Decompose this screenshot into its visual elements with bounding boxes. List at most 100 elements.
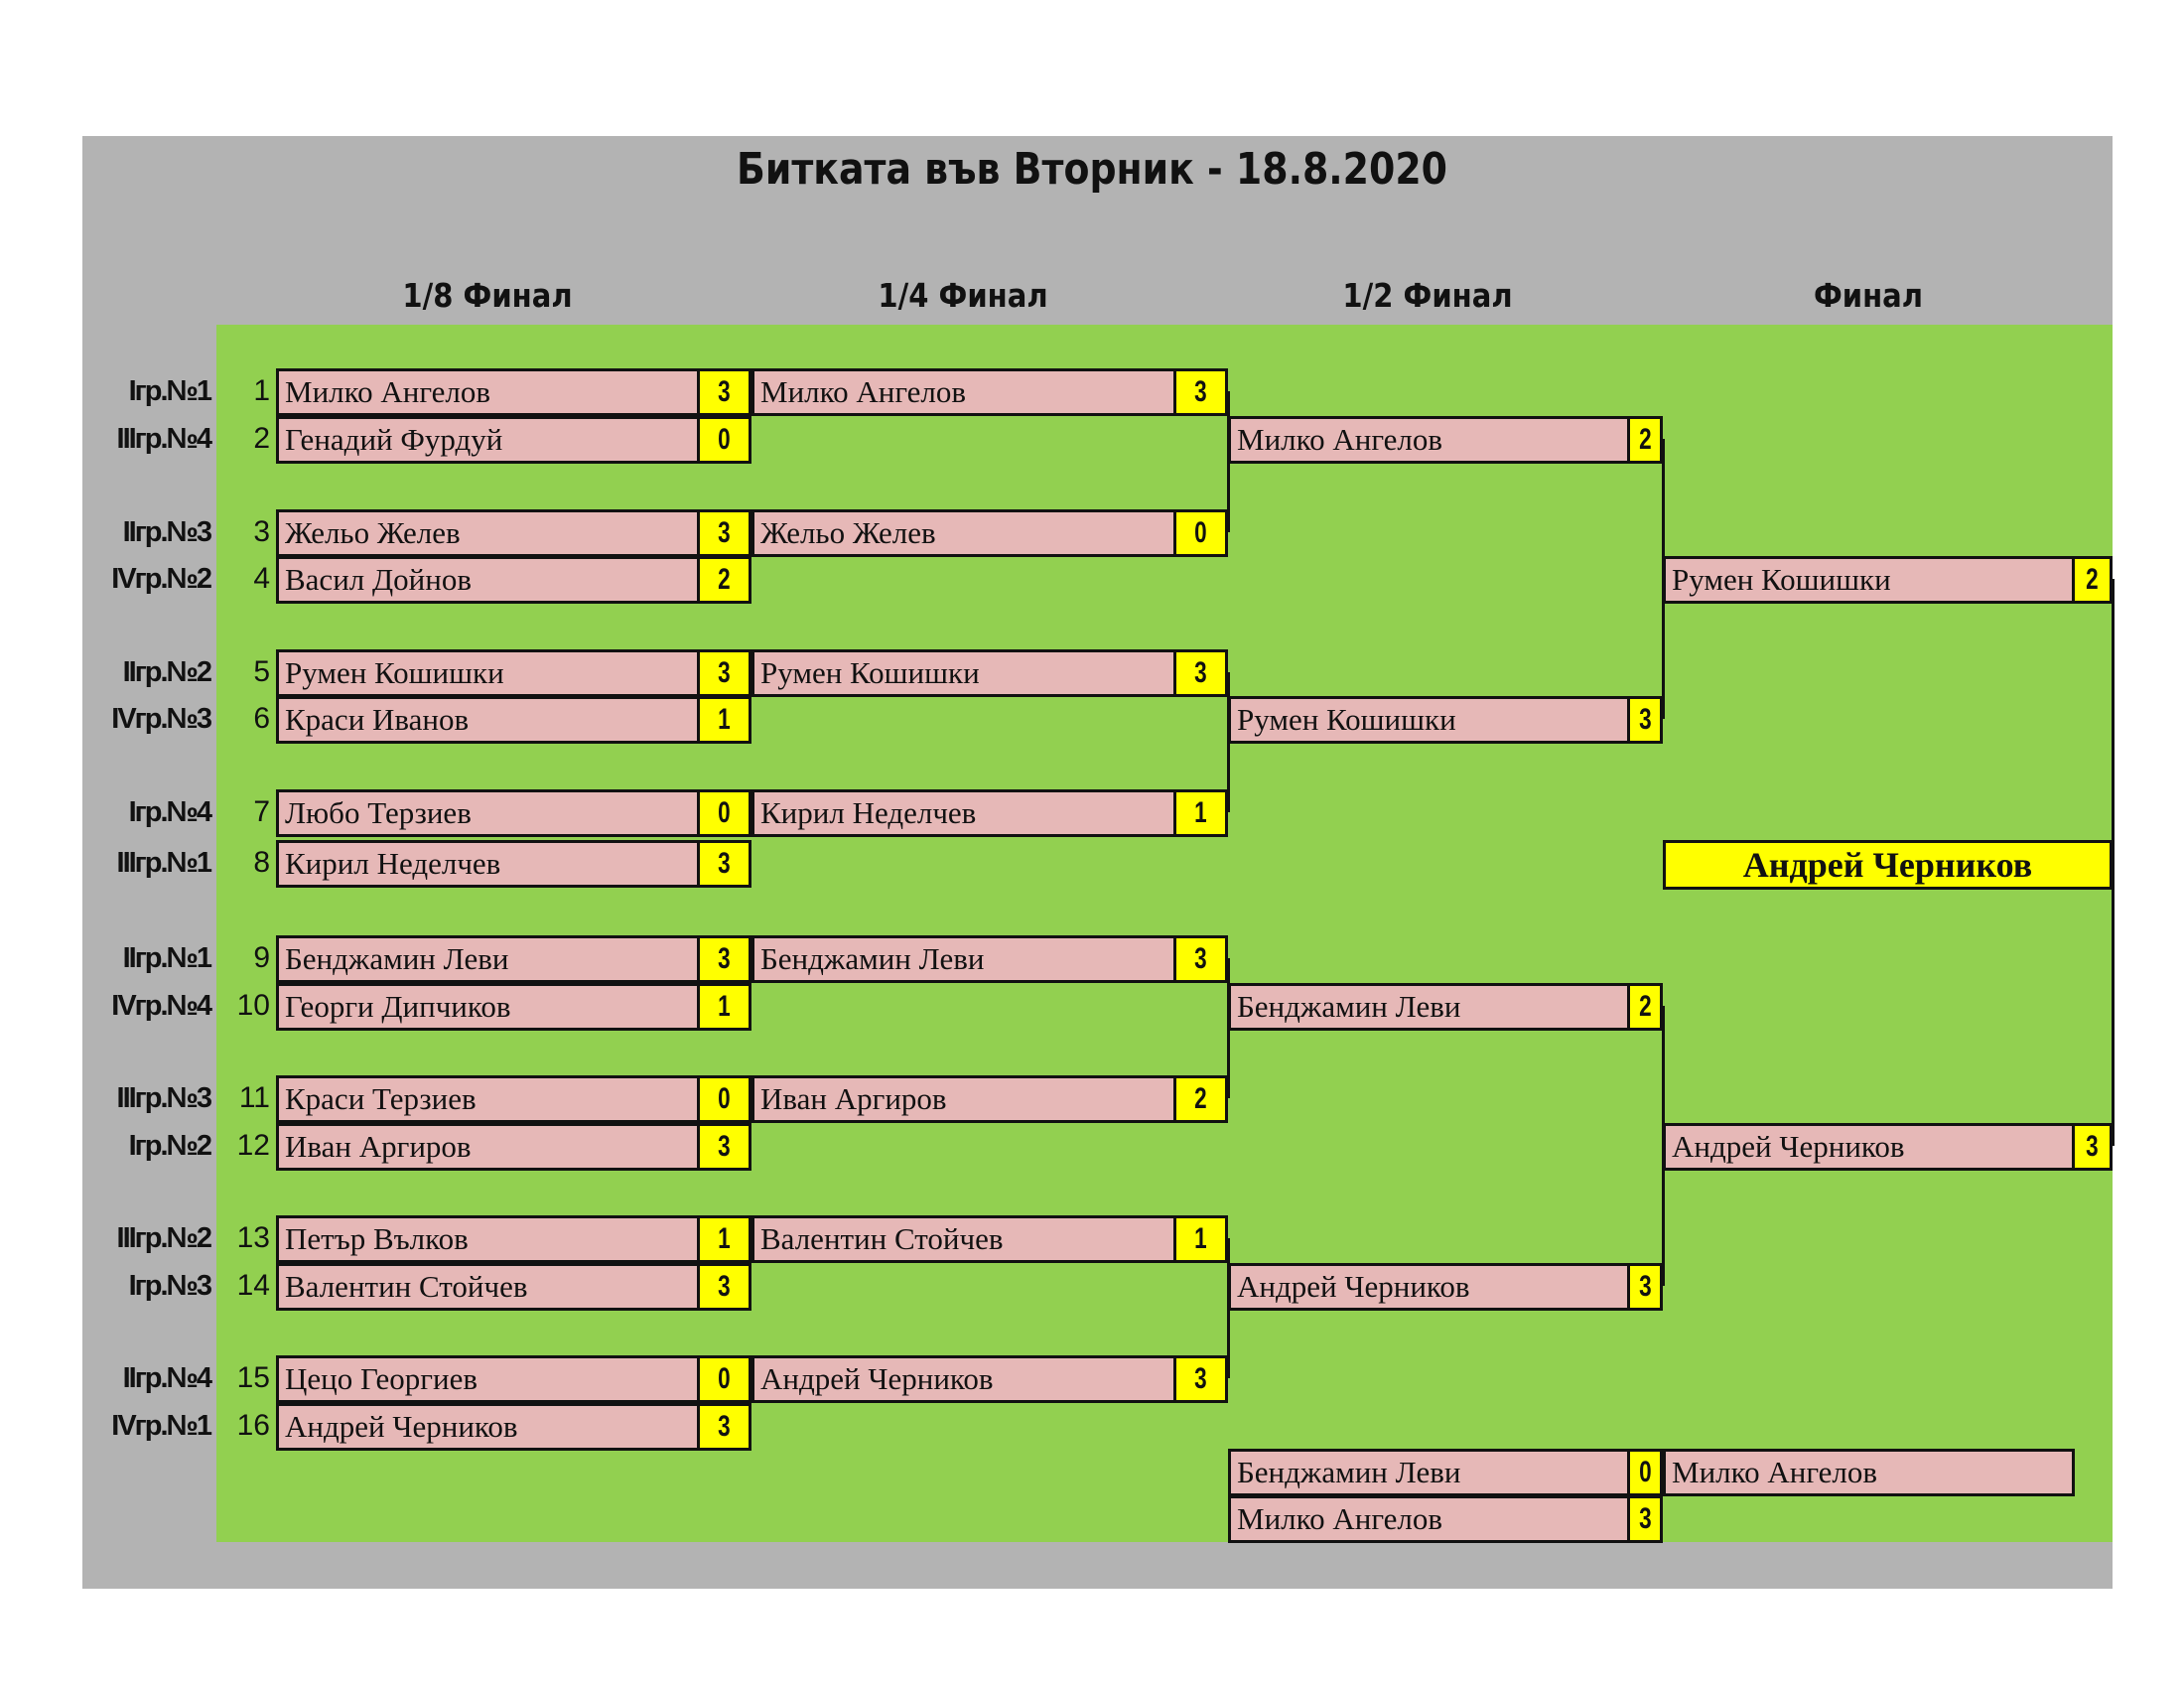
qf-score: 1 [1173,789,1228,837]
third-place-score: 3 [1627,1495,1663,1543]
qf-player-name: Андрей Черников [751,1355,1176,1403]
seed-number: 7 [253,795,270,828]
score-value: 3 [1638,1270,1652,1303]
r16-player-name: Цецо Георгиев [276,1355,700,1403]
score-value: 3 [1194,1362,1207,1395]
sf-player-name: Милко Ангелов [1228,416,1630,464]
score-value: 3 [1194,942,1207,975]
r16-score: 1 [697,1215,751,1263]
qf-player-name: Бенджамин Леви [751,935,1176,983]
qf-score: 3 [1173,1355,1228,1403]
group-label: Iгр.№1 [128,375,212,407]
r16-score: 3 [697,1403,751,1451]
seed-number: 15 [236,1361,270,1394]
score-value: 2 [1194,1082,1207,1115]
score-value: 3 [718,1270,731,1303]
qf-player-name: Жельо Желев [751,509,1176,557]
sf-score: 2 [1627,983,1663,1031]
group-label: IVгр.№3 [111,703,212,735]
r16-score: 2 [697,556,751,604]
score-value: 3 [718,375,731,408]
r16-score: 1 [697,696,751,744]
sf-score: 3 [1627,1263,1663,1311]
group-label: IIIгр.№3 [116,1082,212,1114]
r16-score: 3 [697,368,751,416]
score-value: 3 [1194,375,1207,408]
seed-number: 14 [236,1269,270,1302]
score-value: 1 [718,990,731,1023]
score-value: 3 [718,1130,731,1163]
qf-player-name: Валентин Стойчев [751,1215,1176,1263]
group-label: Iгр.№3 [128,1270,212,1302]
r16-score: 3 [697,935,751,983]
r16-score: 3 [697,1123,751,1171]
r16-player-name: Петър Вълков [276,1215,700,1263]
score-value: 2 [1638,990,1652,1023]
score-value: 0 [718,1362,731,1395]
score-value: 3 [1194,656,1207,689]
r16-score: 0 [697,1075,751,1123]
group-label: IVгр.№2 [111,563,212,595]
score-value: 3 [718,656,731,689]
score-value: 0 [718,423,731,456]
group-label: IIгр.№2 [122,656,212,688]
r16-player-name: Васил Дойнов [276,556,700,604]
score-value: 2 [2086,563,2099,596]
third-place-player-name: Бенджамин Леви [1228,1449,1630,1496]
group-label: IIIгр.№2 [116,1222,212,1254]
group-label: IIгр.№1 [122,942,212,974]
third-place-winner: Милко Ангелов [1663,1449,2075,1496]
score-value: 3 [1638,703,1652,736]
sf-player-name: Румен Кошишки [1228,696,1630,744]
qf-score: 3 [1173,935,1228,983]
seed-number: 13 [236,1221,270,1254]
qf-score: 0 [1173,509,1228,557]
score-value: 3 [2086,1130,2099,1163]
score-value: 0 [1194,516,1207,549]
sf-score: 3 [1627,696,1663,744]
third-place-player-name: Милко Ангелов [1228,1495,1630,1543]
sf-score: 2 [1627,416,1663,464]
group-label: Iгр.№2 [128,1130,212,1162]
score-value: 3 [718,847,731,880]
seed-number: 6 [253,702,270,735]
group-label: IIIгр.№4 [116,423,212,455]
score-value: 2 [1638,423,1652,456]
r16-player-name: Кирил Неделчев [276,840,700,888]
r16-player-name: Краси Иванов [276,696,700,744]
final-score: 2 [2072,556,2113,604]
header-semifinal: 1/2 Финал [1342,276,1513,315]
champion-cell: Андрей Черников [1663,840,2113,890]
r16-player-name: Жельо Желев [276,509,700,557]
seed-number: 1 [253,374,270,407]
score-value: 0 [1638,1456,1652,1488]
seed-number: 10 [236,989,270,1022]
sf-player-name: Бенджамин Леви [1228,983,1630,1031]
score-value: 0 [718,1082,731,1115]
group-label: IIгр.№4 [122,1362,212,1394]
score-value: 1 [1194,796,1207,829]
group-label: Iгр.№4 [128,796,212,828]
score-value: 2 [718,563,731,596]
page-title: Битката във Вторник - 18.8.2020 [737,144,1447,195]
group-label: IVгр.№4 [111,990,212,1022]
score-value: 1 [718,703,731,736]
seed-number: 2 [253,422,270,455]
r16-player-name: Любо Терзиев [276,789,700,837]
r16-player-name: Милко Ангелов [276,368,700,416]
header-final: Финал [1813,276,1924,315]
group-label: IIIгр.№1 [116,847,212,879]
seed-number: 12 [236,1129,270,1162]
r16-player-name: Румен Кошишки [276,649,700,697]
seed-number: 9 [253,941,270,974]
r16-score: 3 [697,509,751,557]
r16-player-name: Генадий Фурдуй [276,416,700,464]
final-player-name: Румен Кошишки [1663,556,2075,604]
r16-player-name: Бенджамин Леви [276,935,700,983]
r16-score: 0 [697,416,751,464]
score-value: 1 [718,1222,731,1255]
qf-score: 3 [1173,649,1228,697]
score-value: 3 [718,516,731,549]
qf-player-name: Иван Аргиров [751,1075,1176,1123]
r16-score: 1 [697,983,751,1031]
